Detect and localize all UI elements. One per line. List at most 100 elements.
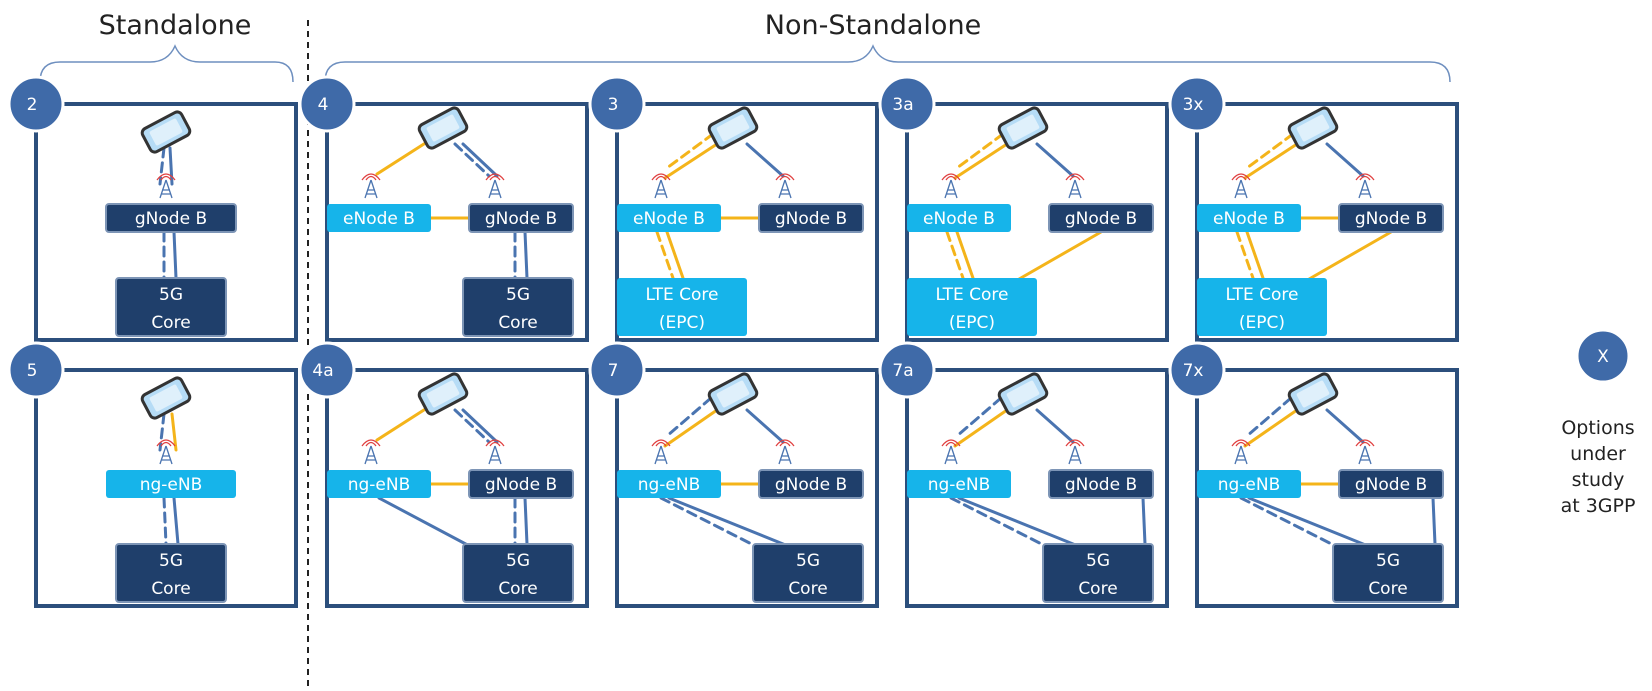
node-c1-label-2: (EPC) (659, 313, 705, 333)
phone-icon (417, 372, 469, 416)
antenna-icon (1065, 173, 1085, 199)
antenna-wave-inner (1069, 441, 1081, 447)
link-solid-core (957, 496, 1085, 550)
link-solid-g-core (1141, 496, 1147, 546)
option-badge (588, 75, 646, 133)
node-c1-label-2: Core (1368, 579, 1407, 599)
node-c1 (462, 543, 574, 603)
node-c1-label-2: Core (498, 579, 537, 599)
node-e1 (617, 204, 721, 232)
option-badge-label: 7a (892, 361, 913, 381)
antenna-icon (156, 439, 176, 465)
antenna-tower (778, 179, 792, 199)
antenna-tower (1234, 445, 1248, 465)
link-solid (168, 146, 174, 186)
study-note-line-4: at 3GPP (1561, 495, 1636, 517)
antenna-wave-outer (1231, 439, 1251, 447)
option-badge-label: 3a (892, 95, 913, 115)
antenna-tower (1068, 445, 1082, 465)
antenna-wave-inner (945, 175, 957, 181)
node-n1 (1197, 470, 1301, 498)
link-solid-core (377, 496, 479, 552)
antenna-wave-outer (651, 439, 671, 447)
link-solid (172, 496, 180, 546)
antenna-tower (944, 445, 958, 465)
antenna-wave-inner (1069, 175, 1081, 181)
node-c1-label-2: Core (151, 313, 190, 333)
option-badge (7, 341, 65, 399)
study-note-line-1: Options (1561, 417, 1634, 439)
node-g1-label: gNode B (135, 209, 207, 229)
antenna-wave-outer (651, 173, 671, 181)
study-note-line-2: under (1570, 443, 1626, 465)
option-badge-label: 7 (608, 361, 619, 381)
link-dashed-yellow (665, 132, 715, 170)
node-c1 (115, 277, 227, 337)
link-dashed-yellow (955, 132, 1005, 170)
antenna-icon (1355, 173, 1375, 199)
phone-icon (1287, 106, 1339, 150)
antenna-wave-outer (361, 439, 381, 447)
node-g1-label: gNode B (485, 475, 557, 495)
node-c1 (462, 277, 574, 337)
option-badge-label: 5 (27, 361, 38, 381)
node-c1-label-1: LTE Core (1225, 285, 1298, 305)
link-yellow (953, 408, 1009, 448)
antenna-icon (941, 173, 961, 199)
link-solid (523, 496, 529, 546)
node-g1 (105, 203, 237, 233)
phone-icon (707, 106, 759, 150)
phone-screen (149, 384, 183, 412)
antenna-wave-inner (779, 441, 791, 447)
phone-icon (140, 376, 192, 420)
antenna-icon (1231, 173, 1251, 199)
antenna-icon (651, 439, 671, 465)
link-yellow (953, 142, 1009, 180)
node-g1-label: gNode B (1355, 475, 1427, 495)
node-g1-label: gNode B (485, 209, 557, 229)
link-dashed (453, 408, 491, 444)
link-dashed (162, 496, 168, 546)
antenna-icon (361, 439, 381, 465)
antenna-tower (654, 179, 668, 199)
link-yellow (170, 412, 178, 452)
node-g1-label: gNode B (1065, 209, 1137, 229)
link-solid (1325, 408, 1365, 444)
antenna-wave-outer (941, 173, 961, 181)
antenna-wave-inner (655, 441, 667, 447)
antenna-wave-inner (160, 175, 172, 181)
node-c1-label-2: Core (788, 579, 827, 599)
phone-screen (1296, 380, 1330, 408)
phone-screen (426, 380, 460, 408)
antenna-wave-outer (1065, 173, 1085, 181)
phone-icon (997, 106, 1049, 150)
link-yellow (375, 140, 429, 176)
link-dashed-yellow (655, 230, 675, 280)
link-yellow-core (1295, 230, 1393, 288)
node-c1 (115, 543, 227, 603)
antenna-wave-outer (775, 173, 795, 181)
option-badge (298, 75, 356, 133)
antenna-wave-outer (941, 439, 961, 447)
phone-screen (1296, 114, 1330, 142)
node-c1 (907, 278, 1037, 336)
antenna-icon (156, 173, 176, 199)
node-c1-label-2: (EPC) (1239, 313, 1285, 333)
antenna-tower (1358, 179, 1372, 199)
antenna-wave-outer (1355, 439, 1375, 447)
study-option: X Options under study at 3GPP (1561, 328, 1636, 517)
node-c1-label-1: 5G (1086, 551, 1110, 571)
link-yellow (375, 406, 429, 442)
link-solid (745, 142, 785, 178)
node-e1-label: eNode B (923, 209, 995, 229)
link-solid (1035, 408, 1075, 444)
antenna-tower (488, 179, 502, 199)
node-n1-label: ng-eNB (140, 475, 203, 495)
node-c1 (1332, 543, 1444, 603)
antenna-tower (778, 445, 792, 465)
node-e1-label: eNode B (633, 209, 705, 229)
link-dashed-yellow (945, 230, 965, 280)
